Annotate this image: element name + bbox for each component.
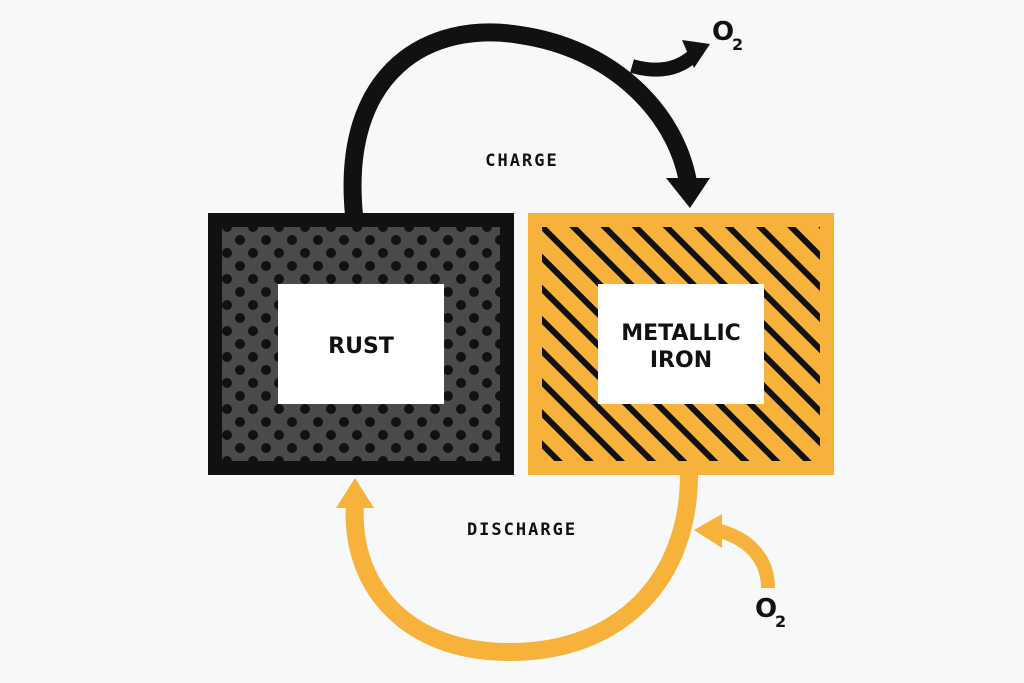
charge-label: CHARGE	[485, 151, 558, 171]
rust-box: RUST	[208, 213, 514, 475]
rust-label-panel	[278, 284, 444, 404]
iron-label-line2: IRON	[650, 348, 712, 373]
svg-text:2: 2	[775, 612, 786, 631]
svg-text:O: O	[712, 17, 734, 47]
discharge-arrow	[336, 471, 775, 662]
iron-box: METALLIC IRON	[528, 213, 834, 475]
svg-text:O: O	[755, 594, 777, 624]
rust-label: RUST	[328, 334, 394, 359]
discharge-label: DISCHARGE	[467, 520, 577, 540]
svg-text:2: 2	[732, 35, 743, 54]
o2-input-label: O 2	[755, 594, 786, 631]
o2-released-label: O 2	[712, 17, 743, 54]
iron-label-panel	[598, 284, 764, 404]
iron-label-line1: METALLIC	[621, 321, 741, 346]
charge-arrow	[343, 23, 710, 216]
